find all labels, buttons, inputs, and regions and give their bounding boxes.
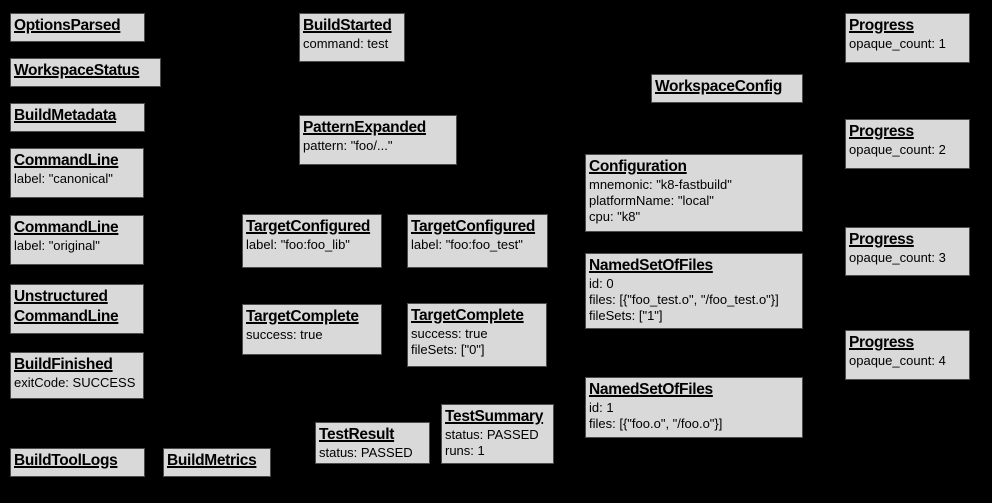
node-field: opaque_count: 2 [849,142,946,157]
node-title: PatternExpanded [303,119,426,136]
node-named-set-of-files-0: NamedSetOfFiles id: 0 files: [{"foo_test… [585,253,803,329]
node-title: Progress [849,334,914,351]
node-field: success: true [411,326,488,341]
node-build-metrics: BuildMetrics [163,448,271,477]
node-title: BuildMetrics [167,452,257,469]
node-field: label: "original" [14,238,100,253]
node-field: status: PASSED [319,445,413,460]
node-title: CommandLine [14,219,119,236]
node-target-configured-foo-test: TargetConfigured label: "foo:foo_test" [407,214,548,268]
node-progress-4: Progress opaque_count: 4 [845,330,970,380]
node-title: Progress [849,123,914,140]
node-title: NamedSetOfFiles [589,381,713,398]
node-field: label: "foo:foo_lib" [246,237,350,252]
node-title: Progress [849,17,914,34]
node-pattern-expanded: PatternExpanded pattern: "foo/..." [299,115,457,165]
node-field: fileSets: ["1"] [589,308,663,323]
node-field: files: [{"foo.o", "/foo.o"}] [589,416,723,431]
node-configuration: Configuration mnemonic: "k8-fastbuild" p… [585,154,803,232]
node-title: OptionsParsed [14,17,121,34]
node-field: exitCode: SUCCESS [14,375,136,390]
node-field: label: "foo:foo_test" [411,237,523,252]
node-field: platformName: "local" [589,193,714,208]
node-field: id: 0 [589,276,614,291]
node-command-line-original: CommandLine label: "original" [10,215,144,265]
node-title: TestSummary [445,408,544,425]
node-unstructured-command-line: Unstructured CommandLine [10,284,144,334]
node-title: BuildStarted [303,17,392,34]
node-title: WorkspaceStatus [14,62,140,79]
node-title: NamedSetOfFiles [589,257,713,274]
node-title: Unstructured CommandLine [14,288,119,325]
node-field: opaque_count: 1 [849,36,946,51]
node-command-line-canonical: CommandLine label: "canonical" [10,148,144,198]
node-title: TestResult [319,426,395,443]
node-field: opaque_count: 4 [849,353,946,368]
node-title: BuildToolLogs [14,452,118,469]
node-title: BuildFinished [14,356,113,373]
node-progress-3: Progress opaque_count: 3 [845,227,970,276]
node-title: TargetConfigured [246,218,371,235]
node-title: WorkspaceConfig [655,78,782,95]
node-workspace-status: WorkspaceStatus [10,58,161,87]
node-field: runs: 1 [445,443,485,458]
node-title: BuildMetadata [14,107,117,124]
node-title: CommandLine [14,152,119,169]
node-field: files: [{"foo_test.o", "/foo_test.o"}] [589,292,779,307]
node-field: fileSets: ["0"] [411,342,485,357]
node-build-started: BuildStarted command: test [299,13,405,62]
node-progress-1: Progress opaque_count: 1 [845,13,970,63]
node-field: success: true [246,327,323,342]
node-title: Progress [849,231,914,248]
node-field: pattern: "foo/..." [303,138,393,153]
node-field: opaque_count: 3 [849,250,946,265]
node-target-complete-foo-test: TargetComplete success: true fileSets: [… [407,303,547,367]
node-test-result: TestResult status: PASSED [315,422,430,464]
node-options-parsed: OptionsParsed [10,13,145,42]
node-field: label: "canonical" [14,171,113,186]
node-named-set-of-files-1: NamedSetOfFiles id: 1 files: [{"foo.o", … [585,377,803,438]
node-build-metadata: BuildMetadata [10,103,145,132]
node-field: command: test [303,36,389,51]
node-test-summary: TestSummary status: PASSED runs: 1 [441,404,554,464]
node-workspace-config: WorkspaceConfig [651,74,803,103]
node-title: TargetComplete [411,307,524,324]
node-title: TargetComplete [246,308,359,325]
node-field: mnemonic: "k8-fastbuild" [589,177,732,192]
node-title: Configuration [589,158,687,175]
node-build-tool-logs: BuildToolLogs [10,448,145,477]
node-build-finished: BuildFinished exitCode: SUCCESS [10,352,144,399]
node-title: TargetConfigured [411,218,536,235]
node-field: cpu: "k8" [589,209,641,224]
node-target-complete-foo-lib: TargetComplete success: true [242,304,382,355]
node-target-configured-foo-lib: TargetConfigured label: "foo:foo_lib" [242,214,382,268]
node-field: status: PASSED [445,427,539,442]
node-progress-2: Progress opaque_count: 2 [845,119,970,169]
node-field: id: 1 [589,400,614,415]
